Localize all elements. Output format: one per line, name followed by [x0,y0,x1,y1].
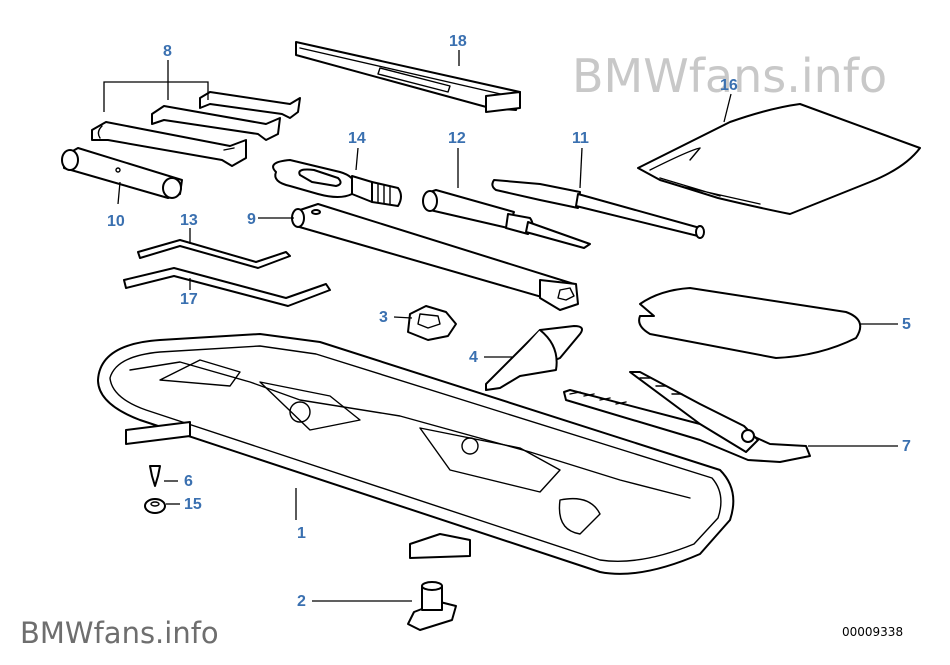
part-13-hex-key [137,239,291,269]
callout-15: 15 [184,496,202,513]
part-15-nut [144,498,166,514]
callout-6: 6 [184,473,193,490]
part-5-pad [638,287,862,359]
part-1-tool-tray [97,333,735,575]
watermark-top: BMWfans.info [572,49,887,103]
callout-1: 1 [297,525,306,542]
callout-12: 12 [448,130,466,147]
callout-10: 10 [107,213,125,230]
callout-7: 7 [902,438,911,455]
callout-5: 5 [902,316,911,333]
callout-8: 8 [163,43,172,60]
part-12-screwdriver [422,189,591,249]
callout-2: 2 [297,593,306,610]
watermark-bottom: BMWfans.info [20,616,219,650]
part-2-fastener [407,581,457,631]
part-18-strip [295,41,521,113]
part-6-screw [149,465,161,487]
part-9-tommy-bar [291,203,579,311]
callout-11: 11 [572,130,589,147]
part-17-hex-key [123,267,331,307]
callout-4: 4 [469,349,478,366]
callout-3: 3 [379,309,388,326]
part-7-pliers [563,371,811,463]
callout-17: 17 [180,291,198,308]
callout-18: 18 [449,33,467,50]
callout-16: 16 [720,77,738,94]
diagram-code: 00009338 [842,625,903,639]
part-8-wrenches [91,91,301,167]
callout-13: 13 [180,212,198,229]
callout-14: 14 [348,130,366,147]
part-3-nut [407,305,457,341]
part-11-screwdriver [491,179,705,239]
part-16-cloth [637,103,921,215]
callout-9: 9 [247,211,256,228]
part-10-box-spanner [61,147,183,199]
part-14-towing-eye [272,159,402,207]
part-4-strap [485,325,583,391]
callout-labels: 18 8 16 14 12 11 10 9 13 17 3 5 4 7 6 15… [107,33,911,610]
leader-lines [103,50,898,602]
